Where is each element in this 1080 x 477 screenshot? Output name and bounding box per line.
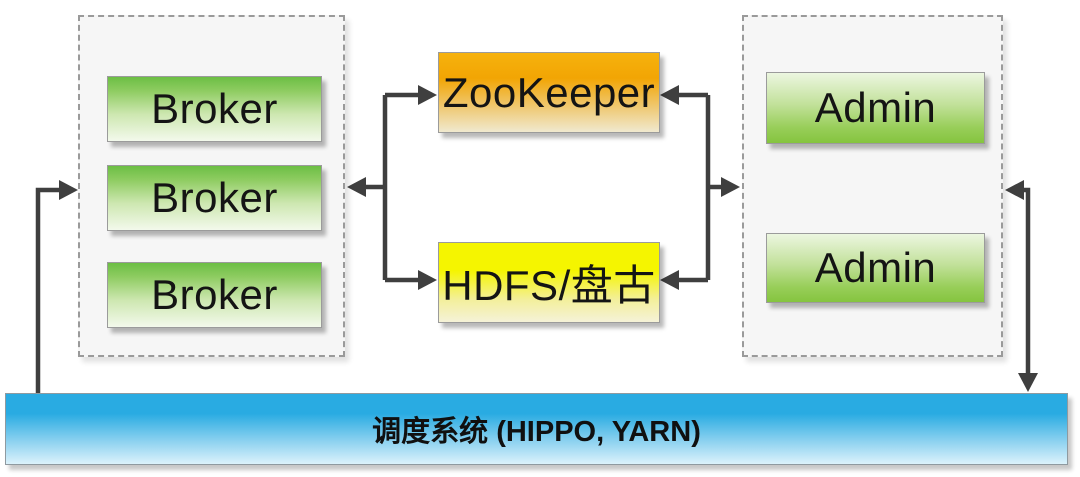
admin-label-2: Admin <box>814 244 937 291</box>
arrow-trunk-broker-zookeeper-hdfs <box>347 85 437 290</box>
broker-group: Broker Broker Broker <box>78 15 345 357</box>
hdfs-pangu-node: HDFS/盘古 <box>438 242 660 323</box>
broker-node-2: Broker <box>107 165 322 231</box>
arrow-admin-group-to-scheduler <box>1005 180 1038 392</box>
broker-label-1: Broker <box>151 85 278 132</box>
hdfs-pangu-label: HDFS/盘古 <box>442 262 656 309</box>
admin-node-2: Admin <box>766 233 985 303</box>
broker-label-2: Broker <box>151 174 278 221</box>
broker-label-3: Broker <box>151 271 278 318</box>
arrow-trunk-admin-zookeeper-hdfs <box>660 85 740 290</box>
zookeeper-node: ZooKeeper <box>438 52 660 133</box>
scheduler-bar: 调度系统 (HIPPO, YARN) <box>5 393 1068 465</box>
scheduler-label: 调度系统 (HIPPO, YARN) <box>372 416 701 448</box>
admin-node-1: Admin <box>766 72 985 144</box>
arrow-scheduler-to-broker-group <box>35 180 78 394</box>
broker-node-3: Broker <box>107 262 322 328</box>
admin-label-1: Admin <box>814 84 937 131</box>
broker-node-1: Broker <box>107 76 322 142</box>
admin-group: Admin Admin <box>742 15 1003 357</box>
zookeeper-label: ZooKeeper <box>442 68 656 116</box>
